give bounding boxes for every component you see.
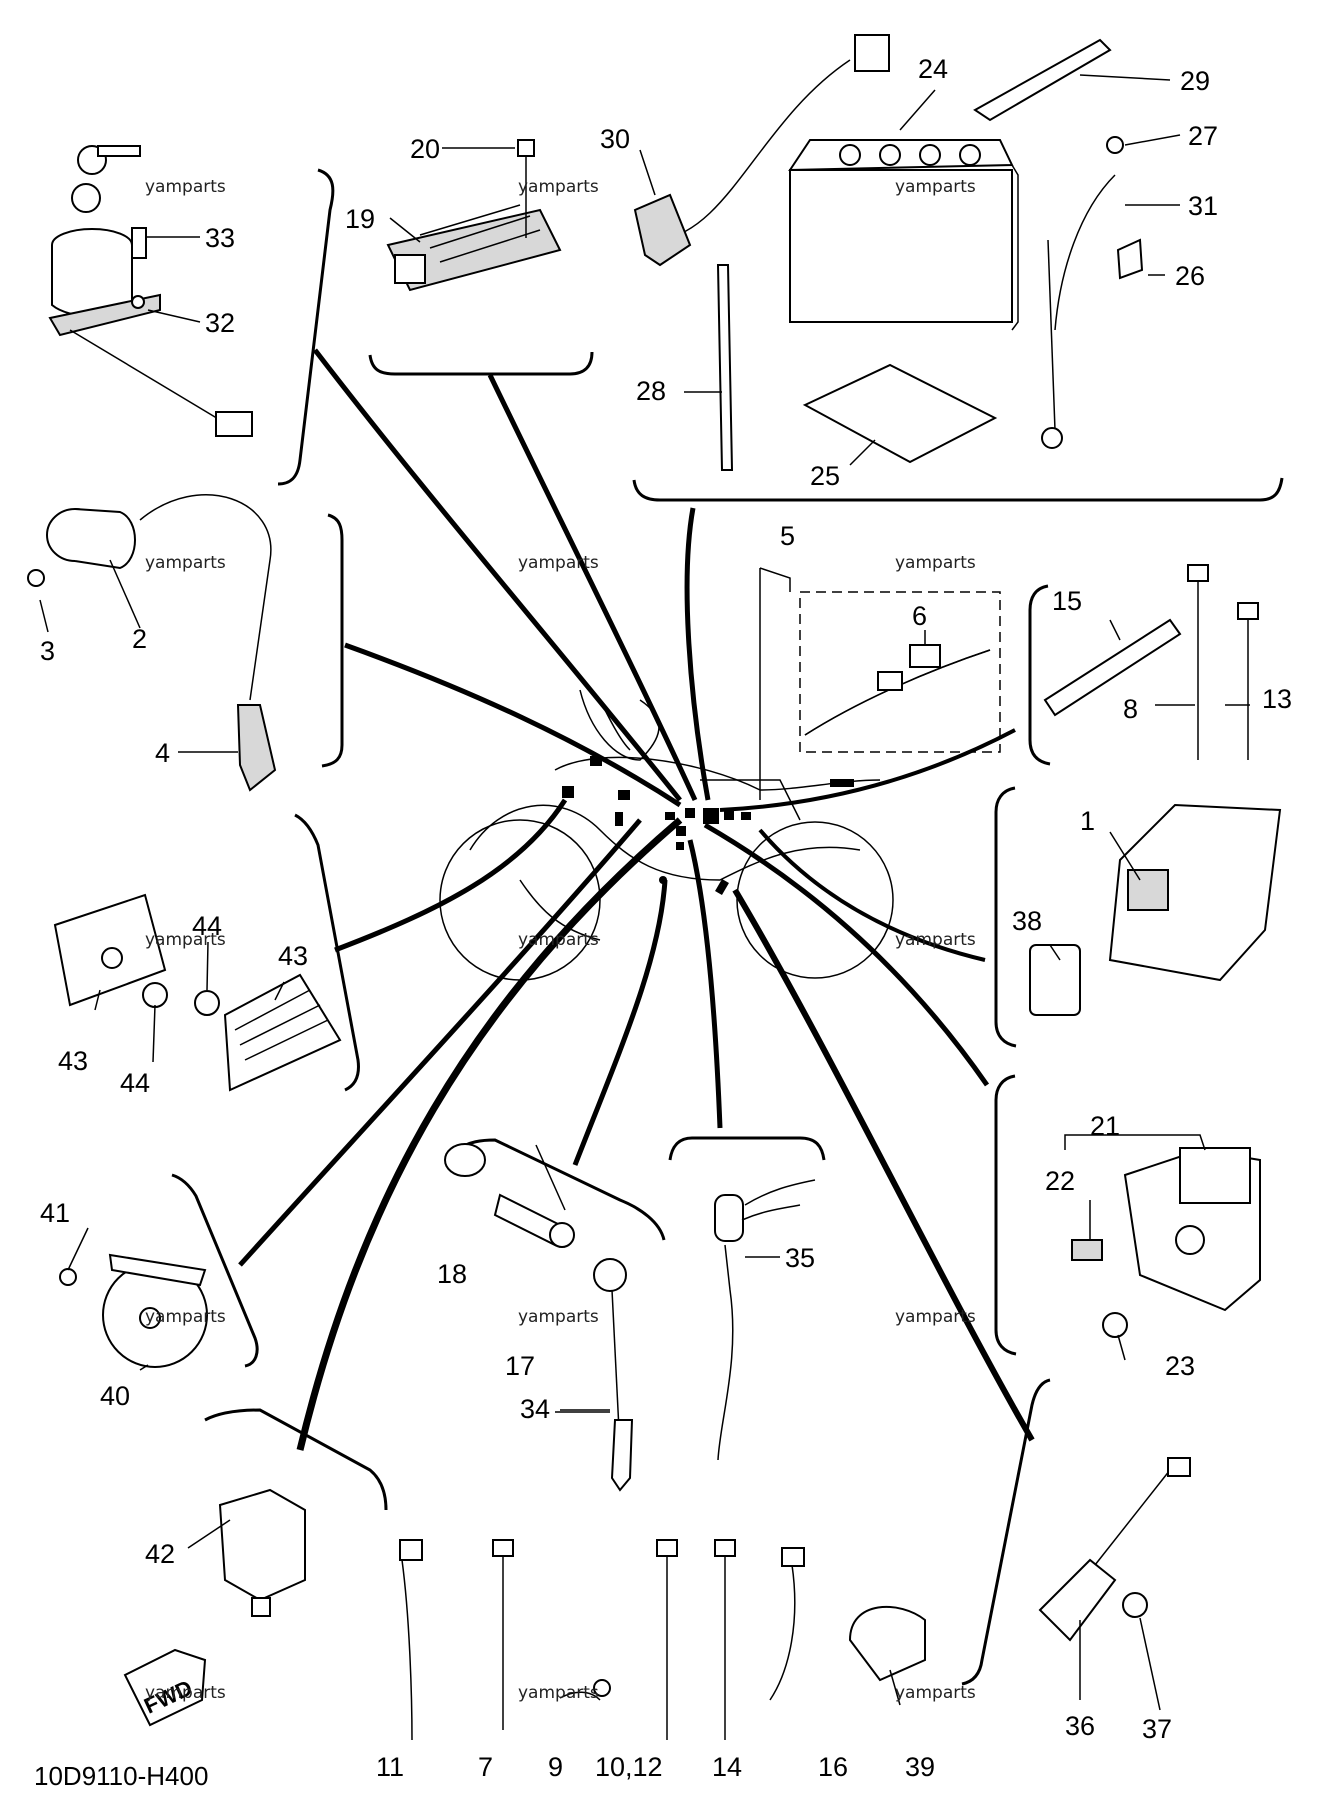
clamp [848, 1605, 926, 1682]
callout-44-lower: 44 [120, 1068, 150, 1098]
relay-38 [1029, 944, 1081, 1016]
diagram-code: 10D9110-H400 [34, 1761, 208, 1791]
callout-8: 8 [1123, 694, 1138, 724]
watermark: yamparts [518, 1307, 599, 1327]
flasher-relay [218, 1488, 306, 1617]
watermark: yamparts [145, 553, 226, 573]
cdi-unit [1108, 803, 1282, 982]
callout-23: 23 [1165, 1351, 1195, 1381]
watermark: yamparts [895, 1683, 976, 1703]
callout-36: 36 [1065, 1711, 1095, 1741]
callout-15: 15 [1052, 586, 1082, 616]
watermark: yamparts [145, 1683, 226, 1703]
callout-leaders [39, 74, 1250, 1711]
callout-2: 2 [132, 624, 147, 654]
callout-20: 20 [410, 134, 440, 164]
watermark: yamparts [895, 1307, 976, 1327]
watermark: yamparts [145, 930, 226, 950]
callout-30: 30 [600, 124, 630, 154]
group-brackets [171, 168, 1284, 1686]
callout-6: 6 [912, 601, 927, 631]
callout-33: 33 [205, 223, 235, 253]
cable-ties [399, 1539, 805, 1741]
speed-sensor [1038, 1457, 1191, 1642]
callout-7: 7 [478, 1752, 493, 1782]
callout-28: 28 [636, 376, 666, 406]
callout-16: 16 [818, 1752, 848, 1782]
callout-1: 1 [1080, 806, 1095, 836]
callout-43-right: 43 [278, 941, 308, 971]
starter-relay [1071, 1147, 1261, 1338]
callout-11: 11 [376, 1752, 404, 1782]
horn [59, 1253, 208, 1368]
callout-34: 34 [520, 1394, 550, 1424]
callout-40: 40 [100, 1381, 130, 1411]
tube-and-ties [1043, 564, 1259, 760]
callout-13: 13 [1262, 684, 1292, 714]
callout-18: 18 [437, 1259, 467, 1289]
breather-hose [716, 264, 734, 471]
watermark: yamparts [145, 1307, 226, 1327]
watermark: yamparts [895, 177, 976, 197]
watermark: yamparts [518, 1683, 599, 1703]
callout-10-12: 10,12 [595, 1752, 663, 1782]
ignition-switch [48, 145, 253, 437]
watermark: yamparts [145, 177, 226, 197]
callout-43-left: 43 [58, 1046, 88, 1076]
callout-32: 32 [205, 308, 235, 338]
callout-35: 35 [785, 1243, 815, 1273]
watermark: yamparts [518, 553, 599, 573]
battery-pad [802, 363, 998, 464]
rectifier-regulator [386, 139, 562, 292]
callout-24: 24 [918, 54, 948, 84]
battery-cable-positive [633, 34, 890, 267]
callout-29: 29 [1180, 66, 1210, 96]
callout-22: 22 [1045, 1166, 1075, 1196]
callout-41: 41 [40, 1198, 70, 1228]
battery [788, 139, 1019, 331]
watermark: yamparts [895, 553, 976, 573]
ignition-coil [27, 494, 277, 792]
callout-21: 21 [1090, 1111, 1120, 1141]
callout-39: 39 [905, 1752, 935, 1782]
callout-38: 38 [1012, 906, 1042, 936]
watermarks: yamparts yamparts yamparts yamparts yamp… [145, 177, 976, 1703]
harness-leader-lines [238, 348, 1035, 1451]
watermark: yamparts [895, 930, 976, 950]
callout-26: 26 [1175, 261, 1205, 291]
callout-31: 31 [1188, 191, 1218, 221]
neutral-switch [444, 1143, 634, 1492]
tail-reflector [53, 893, 342, 1092]
watermark: yamparts [518, 930, 599, 950]
harness-subassembly-box [799, 591, 1001, 753]
callout-25: 25 [810, 461, 840, 491]
callout-14: 14 [712, 1752, 742, 1782]
thermo-switch [714, 1179, 816, 1461]
callout-37: 37 [1142, 1714, 1172, 1744]
callout-27: 27 [1188, 121, 1218, 151]
callout-42: 42 [145, 1539, 175, 1569]
callout-numbers: 1 2 3 4 5 6 7 8 9 10,12 11 13 14 15 16 1… [40, 54, 1292, 1782]
callout-19: 19 [345, 204, 375, 234]
callout-17: 17 [505, 1351, 535, 1381]
watermark: yamparts [518, 177, 599, 197]
callout-44-upper: 44 [192, 911, 222, 941]
callout-4: 4 [155, 738, 170, 768]
battery-negative-lead [1041, 136, 1144, 449]
callout-5: 5 [780, 521, 795, 551]
battery-band [973, 38, 1112, 122]
callout-3: 3 [40, 636, 55, 666]
callout-9: 9 [548, 1752, 563, 1782]
